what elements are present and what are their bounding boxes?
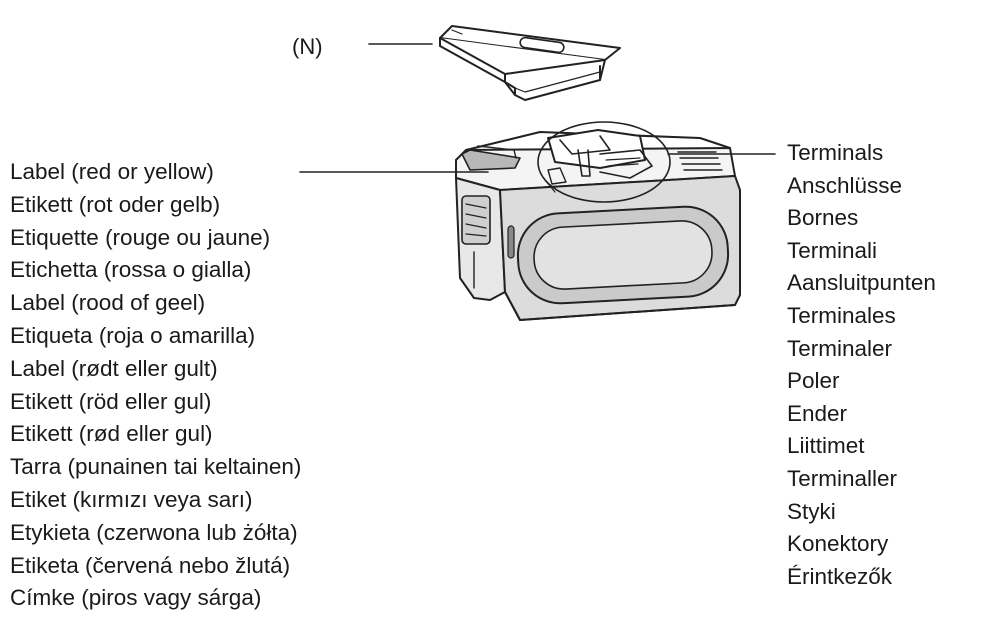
label-callout-sv: Etikett (röd eller gul) xyxy=(10,388,212,414)
label-callout-it: Etichetta (rossa o gialla) xyxy=(10,257,252,283)
terminal-callout-da: Terminaler xyxy=(787,335,893,361)
label-callout-cs: Etiketa (červená nebo žlutá) xyxy=(10,552,291,578)
terminal-callout-pl: Styki xyxy=(787,498,836,524)
label-callout-fr: Etiquette (rouge ou jaune) xyxy=(10,224,271,250)
label-callout-da: Label (rødt eller gult) xyxy=(10,355,218,381)
terminal-callout-en: Terminals xyxy=(787,140,884,165)
terminals-highlight-circle xyxy=(537,121,671,203)
terminal-callout-de: Anschlüsse xyxy=(787,172,903,198)
terminal-callout-fi: Liittimet xyxy=(787,433,865,459)
label-callout-pl: Etykieta (czerwona lub żółta) xyxy=(10,519,298,545)
terminal-callout-list: Terminals Anschlüsse Bornes Terminali Aa… xyxy=(787,137,936,593)
terminal-callout-it: Terminali xyxy=(787,237,878,263)
terminal-cover xyxy=(439,25,621,101)
cover-callout-label: (N) xyxy=(292,34,323,59)
label-callout-de: Etikett (rot oder gelb) xyxy=(10,191,221,217)
label-area xyxy=(461,145,521,171)
label-callout-tr: Etiket (kırmızı veya sarı) xyxy=(10,486,253,512)
label-callout-hu: Címke (piros vagy sárga) xyxy=(10,585,262,611)
label-callout-list: Label (red or yellow) Etikett (rot oder … xyxy=(10,156,301,615)
label-callout-no: Etikett (rød eller gul) xyxy=(10,421,213,447)
terminal-callout-nl: Aansluitpunten xyxy=(787,270,936,296)
terminals-area xyxy=(544,129,653,193)
terminal-callout-no: Ender xyxy=(787,400,848,426)
terminal-callout-tr: Terminaller xyxy=(787,465,898,491)
terminal-callout-fr: Bornes xyxy=(787,205,859,231)
label-callout-fi: Tarra (punainen tai keltainen) xyxy=(10,454,302,480)
label-callout-en: Label (red or yellow) xyxy=(10,159,214,184)
terminal-callout-cs: Konektory xyxy=(787,531,889,557)
terminal-callout-sv: Poler xyxy=(787,368,840,394)
terminal-callout-hu: Érintkezők xyxy=(787,563,893,589)
terminal-callout-es: Terminales xyxy=(787,302,896,328)
label-callout-nl: Label (rood of geel) xyxy=(10,290,206,316)
label-callout-es: Etiqueta (roja o amarilla) xyxy=(10,322,256,348)
